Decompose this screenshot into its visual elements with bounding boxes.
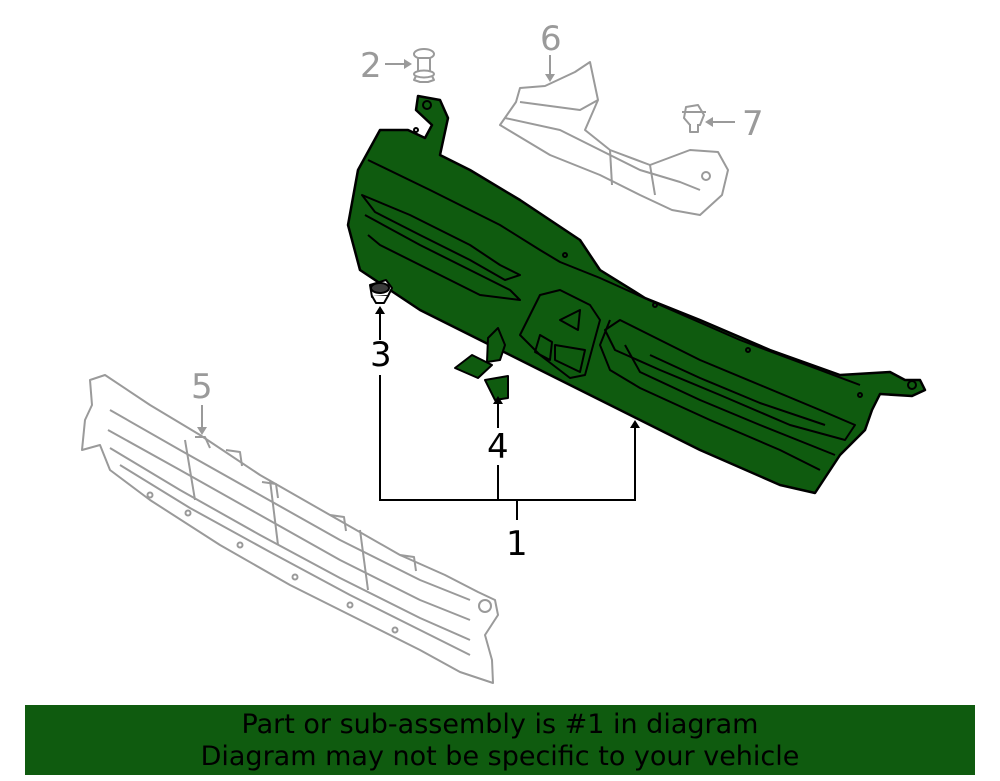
part-1-upper-grille — [346, 94, 927, 495]
part-5-lower-grille — [81, 374, 499, 684]
part-4-emblem — [454, 327, 509, 401]
callout-6: 6 — [540, 19, 562, 59]
callout-4: 4 — [487, 427, 509, 467]
callout-2: 2 — [360, 46, 382, 86]
banner-line-1: Part or sub-assembly is #1 in diagram — [241, 709, 759, 740]
parts-diagram: 2 6 7 5 3 4 1 — [81, 19, 927, 684]
leader-lines — [197, 55, 735, 520]
callout-7: 7 — [742, 104, 764, 144]
banner-line-2: Diagram may not be specific to your vehi… — [200, 741, 800, 772]
part-6-bracket — [499, 61, 729, 216]
callout-5: 5 — [191, 367, 213, 407]
part-3-push-pin — [369, 279, 393, 304]
callout-3: 3 — [370, 335, 392, 375]
callout-1: 1 — [506, 524, 528, 564]
part-7-clip — [682, 104, 706, 133]
info-banner: Part or sub-assembly is #1 in diagram Di… — [25, 705, 975, 775]
part-2-clip — [413, 48, 435, 83]
